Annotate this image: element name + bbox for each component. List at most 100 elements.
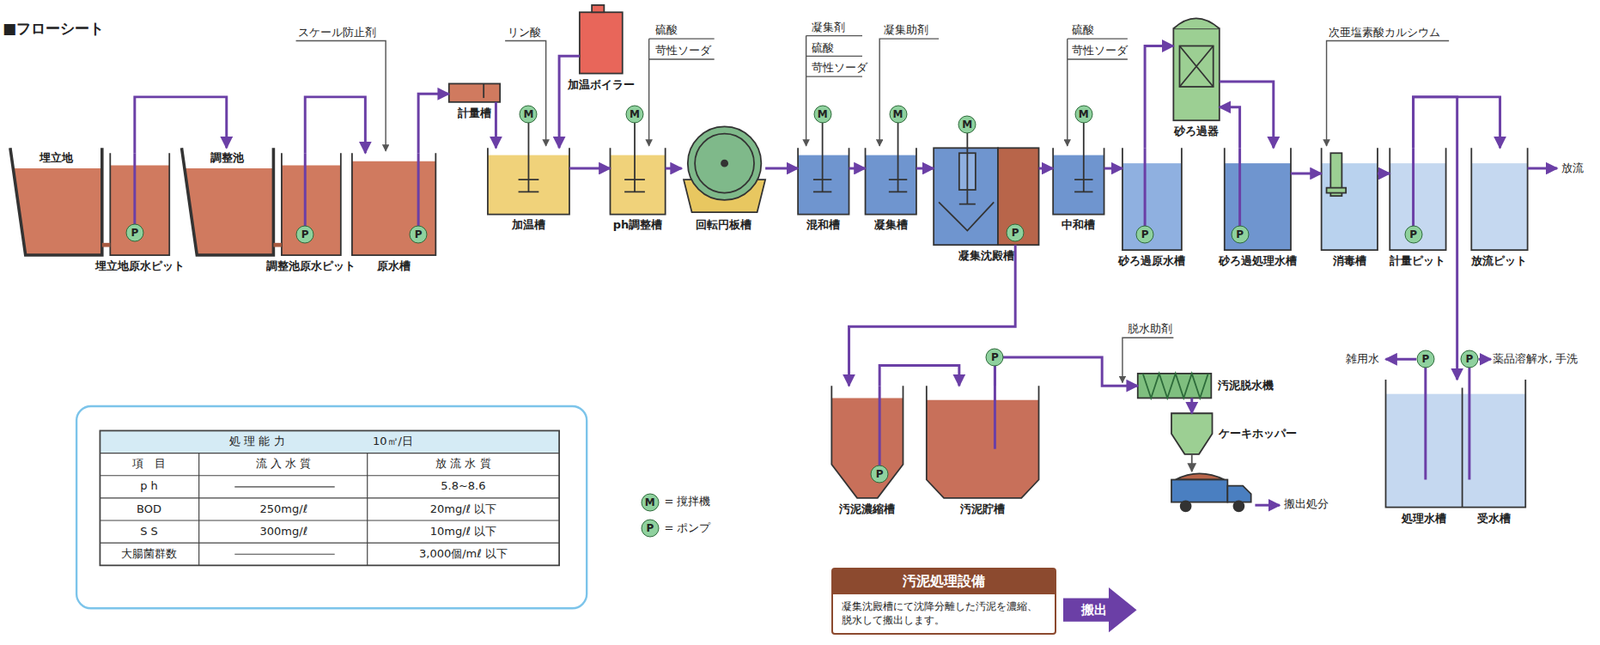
node-label: 調整池原水ピット <box>266 258 356 274</box>
chemical-label: スケール防止剤 <box>298 25 377 40</box>
flow-connector <box>273 243 282 248</box>
mixer-symbol: M <box>626 105 645 124</box>
node-label: 原水槽 <box>377 258 411 274</box>
mixer-symbol: M <box>813 105 832 124</box>
landfill: 埋立地 <box>10 147 103 256</box>
table-cell: BOD <box>136 502 162 517</box>
node-label: 加温ボイラー <box>567 77 635 93</box>
mixer-symbol: M <box>1074 105 1093 124</box>
node-label: 汚泥脱水機 <box>1217 377 1274 394</box>
pump-symbol: P <box>409 225 428 244</box>
sludge-tank: 汚泥濃縮槽 <box>831 385 903 499</box>
info-box: 汚泥処理設備凝集沈殿槽にて沈降分離した汚泥を濃縮、脱水して搬出します。 <box>831 567 1056 635</box>
pump-symbol: P <box>1006 223 1025 242</box>
node-label: 消毒槽 <box>1332 253 1367 269</box>
water-tank: 受水槽 <box>1462 379 1527 508</box>
flow-connector <box>849 244 1016 386</box>
flow-connector <box>665 167 682 171</box>
cake-hopper: ケーキホッパー <box>1171 413 1213 455</box>
node-label: 汚泥濃縮槽 <box>839 501 895 518</box>
node-label: 中和槽 <box>1061 217 1096 233</box>
flow-connector <box>569 167 611 171</box>
mixer-symbol: M <box>958 115 977 134</box>
boiler: 加温ボイラー <box>579 12 623 74</box>
flow-connector <box>494 102 498 148</box>
flow-connector <box>1190 397 1193 414</box>
node-label: 混和槽 <box>806 217 840 233</box>
node-label: 計量槽 <box>457 105 492 122</box>
flow-connector <box>849 167 866 171</box>
node-label: ph調整槽 <box>613 217 664 233</box>
arrow-shape: 搬出 <box>1063 587 1138 633</box>
node-label: 計量ピット <box>1389 253 1446 269</box>
process-tank: 混和槽 <box>797 147 849 214</box>
diagram-title: ■フローシート <box>2 18 104 39</box>
node-label: 処理水槽 <box>1401 511 1447 527</box>
node-label: 砂ろ過器 <box>1174 123 1219 140</box>
outlet-label: 薬品溶解水, 手洗 <box>1492 352 1578 366</box>
node-label: 汚泥貯槽 <box>960 501 1005 518</box>
table-cell: 10㎡/日 <box>372 434 414 449</box>
flow-connector <box>102 243 111 248</box>
table-cell: 処 理 能 力 <box>229 434 285 449</box>
rotating-disk: 回転円板槽 <box>681 122 766 215</box>
chemical-label: 凝集剤 <box>811 20 846 35</box>
flow-connector <box>765 167 798 171</box>
table-cell: 放 流 水 質 <box>435 456 491 471</box>
process-tank: 加温槽 <box>487 147 570 214</box>
chemical-label: 苛性ソーダ <box>655 43 712 58</box>
chemical-label: 硫酸 <box>655 23 678 37</box>
node-label: 搬出 <box>1063 587 1138 633</box>
node-label: 砂ろ過原水槽 <box>1118 253 1186 269</box>
flow-connector <box>1219 107 1241 149</box>
node-label: ケーキホッパー <box>1218 425 1297 442</box>
flow-connector <box>994 357 1138 386</box>
mixer-symbol: M <box>888 105 907 124</box>
process-tank: 中和槽 <box>1052 147 1104 214</box>
outlet-label: 雑用水 <box>1345 352 1380 366</box>
mixer-symbol: M <box>519 105 538 124</box>
sludge-tank: 汚泥貯槽 <box>926 385 1040 499</box>
chemical-label: 凝集助剤 <box>883 23 929 37</box>
flow-connector <box>418 93 450 153</box>
mixer-symbol: M <box>640 492 659 512</box>
chemical-label: 苛性ソーダ <box>1071 43 1128 58</box>
table-cell: 5.8~8.6 <box>440 479 486 493</box>
flow-connector <box>1290 172 1322 176</box>
flow-connector <box>1039 167 1054 171</box>
flow-connector <box>134 97 227 153</box>
sand-filter: 砂ろ過器 <box>1173 15 1219 121</box>
node-label: 放流ピット <box>1471 253 1527 269</box>
chemical-label: リン酸 <box>507 25 542 40</box>
node-label: 回転円板槽 <box>695 217 752 233</box>
table-cell: S S <box>139 524 159 539</box>
table-cell: 流 入 水 質 <box>255 456 311 471</box>
table-cell: 3,000個/mℓ 以下 <box>419 547 508 561</box>
chemical-label: 脱水助剤 <box>1127 322 1173 336</box>
chemical-label: 硫酸 <box>811 41 834 55</box>
pit-tank: 放流ピット <box>1471 147 1527 250</box>
flow-connector <box>559 55 580 148</box>
pump-symbol: P <box>870 465 889 484</box>
outlet-label: 放流 <box>1561 161 1584 176</box>
pump-symbol: P <box>640 519 659 538</box>
pump-symbol: P <box>1230 225 1249 244</box>
node-label: 汚泥処理設備 <box>833 569 1054 595</box>
table-cell: 300mg/ℓ <box>260 524 308 539</box>
flow-connector <box>916 167 934 171</box>
outlet-label: 搬出処分 <box>1283 497 1329 512</box>
pump-symbol: P <box>125 223 144 242</box>
disinfection-tank: 消毒槽 <box>1321 147 1378 250</box>
pump-symbol: P <box>1460 350 1479 369</box>
measuring-tank: 計量槽 <box>449 83 500 102</box>
pump-symbol: P <box>1416 350 1435 369</box>
pond: 調整池 <box>181 147 274 256</box>
table-cell: 250mg/ℓ <box>260 502 308 517</box>
flow-connector <box>879 365 960 386</box>
flow-connector <box>1144 45 1174 148</box>
table-cell: p h <box>139 479 159 493</box>
flow-connector <box>1377 172 1390 176</box>
pump-symbol: P <box>1136 225 1155 244</box>
